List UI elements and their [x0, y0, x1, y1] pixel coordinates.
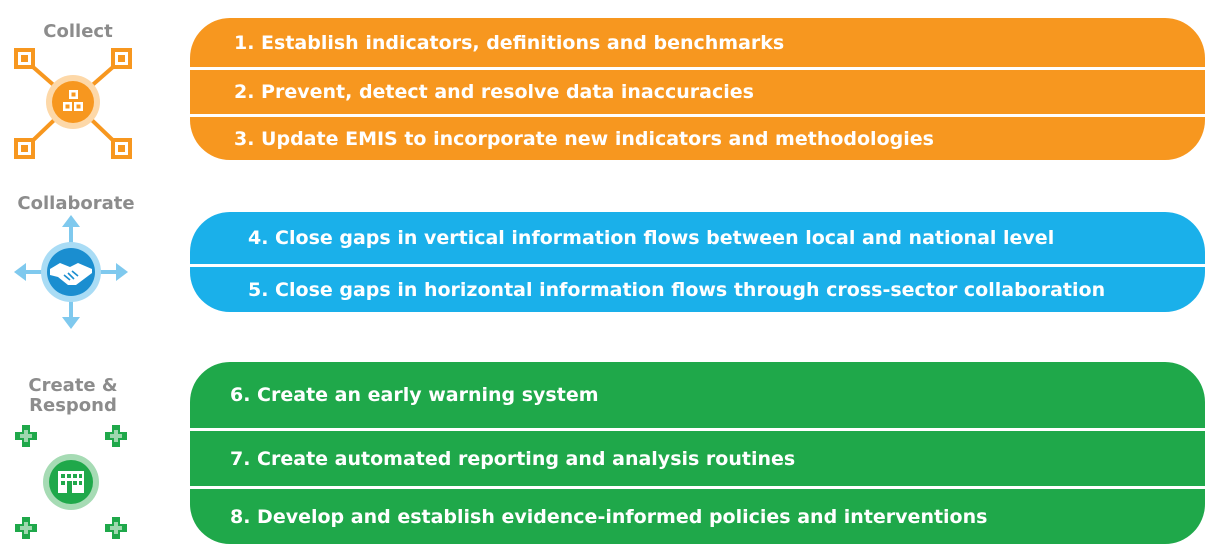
- item-text: 8. Develop and establish evidence-inform…: [230, 505, 988, 528]
- item-text: 1. Establish indicators, definitions and…: [234, 31, 785, 54]
- list-item: 7. Create automated reporting and analys…: [190, 431, 1205, 486]
- collect-band: 1. Establish indicators, definitions and…: [190, 18, 1205, 160]
- divider: [190, 114, 1205, 117]
- hospital-crosses-icon: [15, 425, 127, 539]
- list-item: 2. Prevent, detect and resolve data inac…: [190, 70, 1205, 114]
- collect-title: Collect: [43, 21, 113, 42]
- list-item: 8. Develop and establish evidence-inform…: [190, 489, 1205, 544]
- create-respond-title: Create & Respond: [18, 376, 128, 416]
- item-text: 7. Create automated reporting and analys…: [230, 447, 796, 470]
- title-line: Respond: [29, 395, 117, 416]
- divider: [190, 67, 1205, 70]
- item-text: 2. Prevent, detect and resolve data inac…: [234, 81, 754, 103]
- item-text: 5. Close gaps in horizontal information …: [248, 278, 1106, 301]
- list-item: 1. Establish indicators, definitions and…: [190, 18, 1205, 67]
- item-text: 3. Update EMIS to incorporate new indica…: [234, 127, 934, 150]
- collaborate-title: Collaborate: [17, 193, 135, 214]
- item-text: 6. Create an early warning system: [230, 384, 599, 406]
- divider: [190, 486, 1205, 489]
- list-item: 5. Close gaps in horizontal information …: [190, 267, 1205, 312]
- create-respond-band: 6. Create an early warning system 7. Cre…: [190, 362, 1205, 544]
- title-line: Create &: [28, 375, 118, 396]
- list-item: 3. Update EMIS to incorporate new indica…: [190, 117, 1205, 160]
- list-item: 4. Close gaps in vertical information fl…: [190, 212, 1205, 264]
- divider: [190, 428, 1205, 431]
- network-boxes-icon: [14, 48, 132, 159]
- handshake-arrows-icon: [14, 215, 128, 329]
- collaborate-band: 4. Close gaps in vertical information fl…: [190, 212, 1205, 312]
- divider: [190, 264, 1205, 267]
- list-item: 6. Create an early warning system: [190, 362, 1205, 428]
- item-text: 4. Close gaps in vertical information fl…: [248, 227, 1055, 249]
